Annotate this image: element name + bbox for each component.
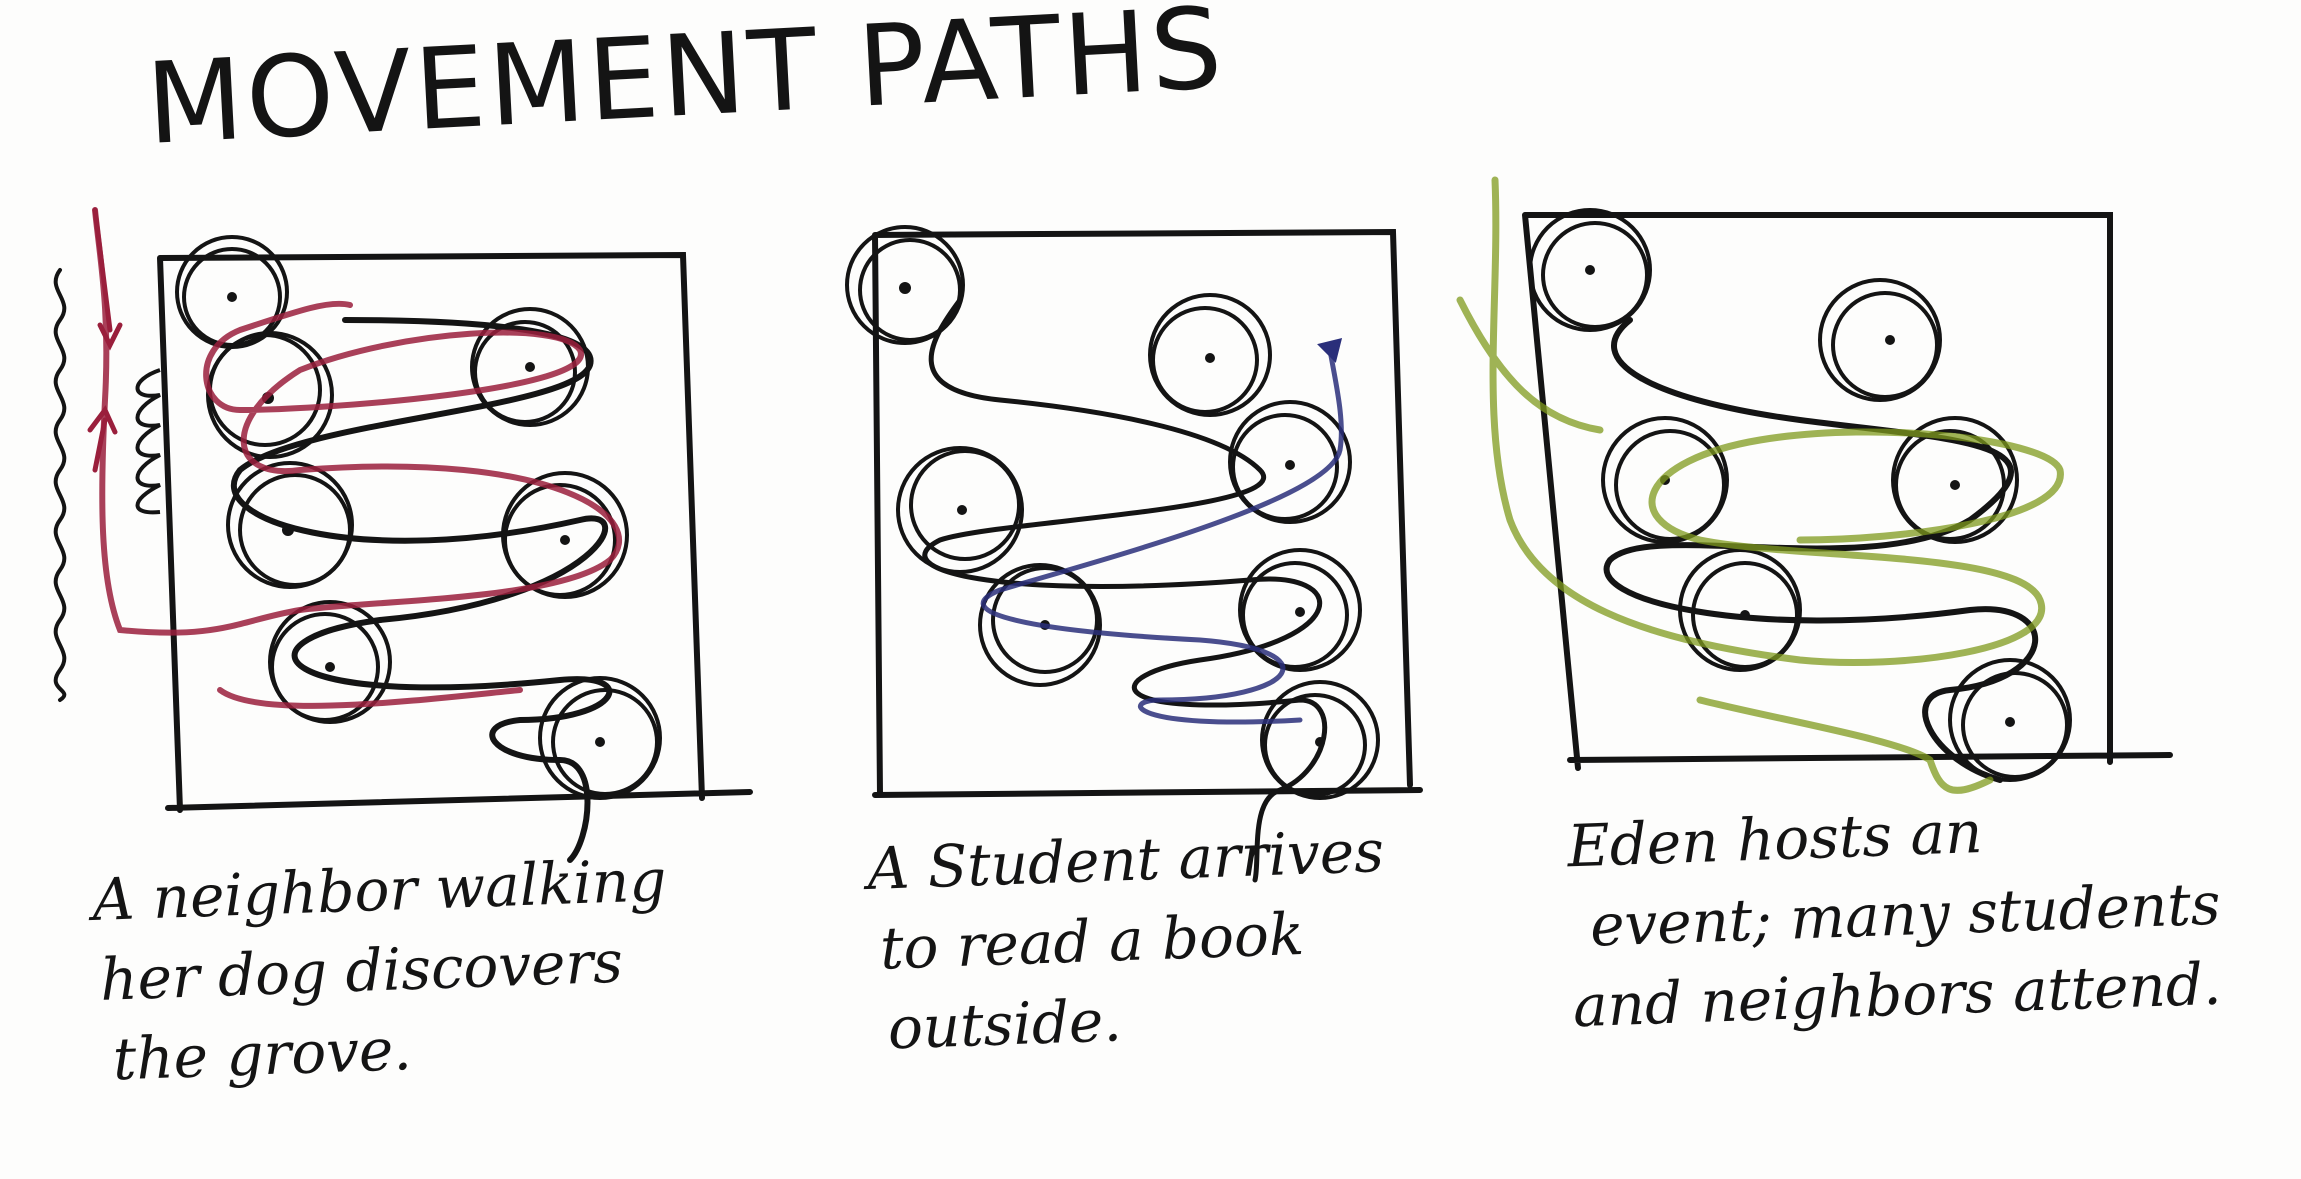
panel-3-seat-circles <box>1530 210 2070 780</box>
panel-2-arrival-marker <box>1320 340 1340 360</box>
panel-2-caption: A Student arrives to read a book outside… <box>866 811 1391 1069</box>
panel-1-diagram <box>56 210 750 860</box>
panel-1-dog-loops <box>138 370 161 512</box>
panel-3-caption: Eden hosts an event; many students and n… <box>1566 784 2224 1047</box>
panel-3-diagram <box>1460 180 2170 790</box>
panel-2-seat-circles <box>847 227 1378 798</box>
panel-2-diagram <box>847 227 1420 880</box>
panel-1-hedge <box>56 270 65 700</box>
panel-3-frame <box>1525 215 2170 768</box>
panel-1-arrows <box>90 210 120 470</box>
panel-1-path-color <box>95 210 619 706</box>
panel-1-caption: A neighbor walking her dog discovers the… <box>91 840 673 1100</box>
